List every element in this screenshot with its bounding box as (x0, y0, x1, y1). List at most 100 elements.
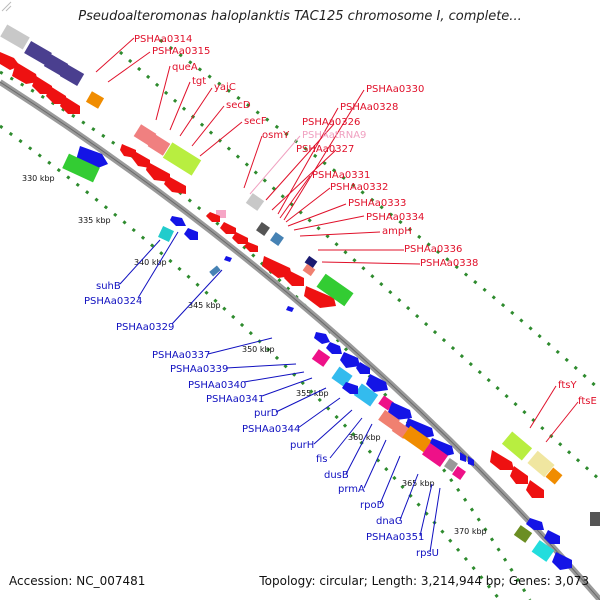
map-title: Pseudoalteromonas haloplanktis TAC125 ch… (78, 9, 522, 24)
genome-summary-text: Topology: circular; Length: 3,214,944 bp… (259, 574, 589, 588)
feature-green-2 (62, 153, 100, 183)
label-PSHAa0332: PSHAa0332 (330, 182, 388, 193)
feature-magenta-4 (452, 466, 466, 480)
feature-cyan-3 (353, 383, 379, 407)
label-PSHAa0330: PSHAa0330 (366, 84, 424, 95)
label-ampH: ampH (382, 226, 412, 237)
feature-cyan-4 (531, 540, 555, 562)
label-purH: purH (290, 440, 314, 451)
feature-red-12 (232, 232, 248, 244)
label-PSHAa0324: PSHAa0324 (84, 296, 142, 307)
dotted-track-outer-1 (119, 50, 600, 482)
feature-gray-3 (444, 458, 458, 472)
feature-orange-1 (85, 91, 105, 109)
label-queA: queA (172, 62, 198, 73)
feature-purple-2 (43, 53, 69, 77)
label-PSHAa0334: PSHAa0334 (366, 212, 424, 223)
feature-lime-1 (162, 142, 202, 176)
feature-steel-1 (270, 232, 284, 246)
label-PSHAa0338: PSHAa0338 (420, 258, 478, 269)
feature-blue-16 (468, 456, 474, 466)
feature-blue-18 (544, 530, 560, 544)
feature-blue-5 (286, 306, 294, 312)
label-dnaG: dnaG (376, 516, 403, 527)
feature-green-1 (316, 273, 354, 307)
feature-red-10 (206, 212, 220, 222)
feature-navy-1 (304, 255, 318, 269)
label-PSHAatRNA9: PSHAatRNA9 (302, 130, 366, 141)
feature-magenta-2 (378, 395, 394, 411)
feature-salmon-2 (378, 409, 400, 431)
tick-360: 360 kbp (348, 433, 381, 442)
reverse-strand-features (62, 146, 572, 570)
scale-ticks: 330 kbp 335 kbp 340 kbp 345 kbp 350 kbp … (22, 174, 487, 536)
feature-darkgray-2 (590, 512, 600, 526)
feature-blue-15 (460, 452, 466, 462)
label-osmY: osmY (262, 130, 290, 141)
feature-blue-2 (170, 216, 186, 226)
feature-red-13 (244, 242, 258, 252)
label-purD: purD (254, 408, 279, 419)
label-PSHAa0328: PSHAa0328 (340, 102, 398, 113)
resize-grip-icon[interactable] (0, 0, 12, 12)
feature-blue-3 (184, 228, 198, 240)
label-PSHAa0331: PSHAa0331 (312, 170, 370, 181)
feature-olive-1 (513, 525, 533, 543)
label-PSHAa0341: PSHAa0341 (206, 394, 264, 405)
feature-cyan-2 (331, 366, 353, 388)
reverse-labels: suhB PSHAa0324 PSHAa0329 PSHAa0337 PSHAa… (84, 281, 439, 559)
label-PSHAa0339: PSHAa0339 (170, 364, 228, 375)
reverse-leader-lines (119, 231, 441, 553)
feature-blue-12 (388, 402, 412, 420)
label-PSHAa0329: PSHAa0329 (116, 322, 174, 333)
tick-350: 350 kbp (242, 345, 275, 354)
feature-lime-2 (501, 431, 533, 461)
label-tgt: tgt (192, 76, 206, 87)
tick-330: 330 kbp (22, 174, 55, 183)
tick-365: 365 kbp (402, 479, 435, 488)
label-suhB: suhB (96, 281, 121, 292)
feature-purple-1 (24, 40, 52, 66)
feature-blue-8 (340, 352, 360, 368)
feature-red-19 (526, 480, 544, 498)
label-PSHAa0336: PSHAa0336 (404, 244, 462, 255)
dotted-track-outer-2 (159, 38, 600, 392)
feature-red-14 (262, 256, 292, 278)
label-prmA: prmA (338, 484, 365, 495)
feature-wheat-1 (527, 450, 555, 478)
label-rpsU: rpsU (416, 548, 439, 559)
feature-red-15 (284, 270, 304, 286)
label-PSHAa0351: PSHAa0351 (366, 532, 424, 543)
gc-dotted-tracks (0, 38, 600, 600)
feature-blue-19 (552, 552, 572, 570)
dotted-track-inner-1 (0, 124, 502, 600)
feature-magenta-1 (311, 349, 331, 367)
feature-cyan-1 (158, 226, 174, 242)
feature-red-3 (32, 76, 52, 94)
feature-steel-2 (209, 265, 221, 277)
feature-red-4 (46, 86, 66, 104)
feature-red-6 (120, 144, 136, 158)
feature-blue-10 (366, 374, 388, 392)
label-rpoD: rpoD (360, 500, 385, 511)
label-PSHAa0314: PSHAa0314 (134, 34, 192, 45)
label-PSHAa0340: PSHAa0340 (188, 380, 246, 391)
feature-red-17 (490, 450, 514, 470)
feature-blue-9 (356, 362, 370, 374)
label-PSHAa0344: PSHAa0344 (242, 424, 300, 435)
label-ftsE: ftsE (578, 396, 597, 407)
feature-red-8 (146, 162, 170, 182)
feature-red-11 (220, 222, 236, 234)
label-secD: secD (226, 100, 251, 111)
feature-orange-2 (545, 467, 563, 485)
label-PSHAa0333: PSHAa0333 (348, 198, 406, 209)
feature-blue-11 (342, 382, 358, 394)
feature-red-16 (304, 286, 336, 308)
feature-magenta-3 (421, 442, 449, 468)
feature-salmon-1 (302, 263, 316, 277)
feature-orange-3 (402, 425, 432, 453)
label-PSHAa0337: PSHAa0337 (152, 350, 210, 361)
feature-red-7 (132, 152, 150, 168)
label-fis: fis (316, 454, 328, 465)
